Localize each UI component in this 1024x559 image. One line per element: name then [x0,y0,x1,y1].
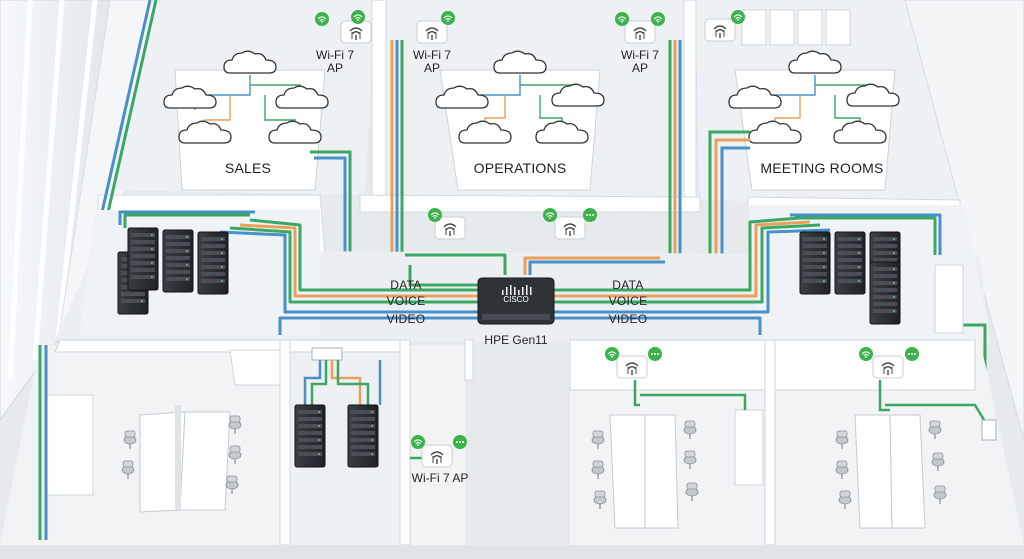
ap-label-operations-right: Wi-Fi 7 AP [610,49,670,75]
ap-label-line: Wi-Fi 7 [621,48,659,62]
ap-label-server-room: Wi-Fi 7 AP [411,471,469,485]
stream-label-voice-right: VOICE [608,294,648,308]
stream-label-data-left: DATA [390,278,422,292]
cabinet [44,394,94,496]
desk-icon [139,405,231,513]
switch-label: HPE Gen11 [484,333,548,347]
switch-brand: CISCO [503,295,529,304]
window-wall [0,0,161,421]
stream-label-video-right: VIDEO [608,312,648,326]
room-title-sales: SALES [224,160,272,176]
ap-label-line: AP [326,61,343,75]
patch-panel [311,347,343,361]
network-switch-icon [477,277,555,325]
ups-cabinet [934,264,964,334]
stream-label-voice-left: VOICE [386,294,426,308]
ap-label-operations-left: Wi-Fi 7 AP [402,49,462,75]
room-title-operations: OPERATIONS [473,160,567,176]
desk-icon [609,414,926,529]
stream-label-video-left: VIDEO [386,312,426,326]
ap-label-line: Wi-Fi 7 [316,48,354,62]
ap-label-line: AP [631,61,648,75]
ap-label-line: AP [423,61,440,75]
ap-label-line: Wi-Fi 7 [413,48,451,62]
stream-label-data-right: DATA [612,278,644,292]
room-title-meeting-rooms: MEETING ROOMS [760,160,884,176]
ap-label-sales: Wi-Fi 7 AP [305,49,365,75]
